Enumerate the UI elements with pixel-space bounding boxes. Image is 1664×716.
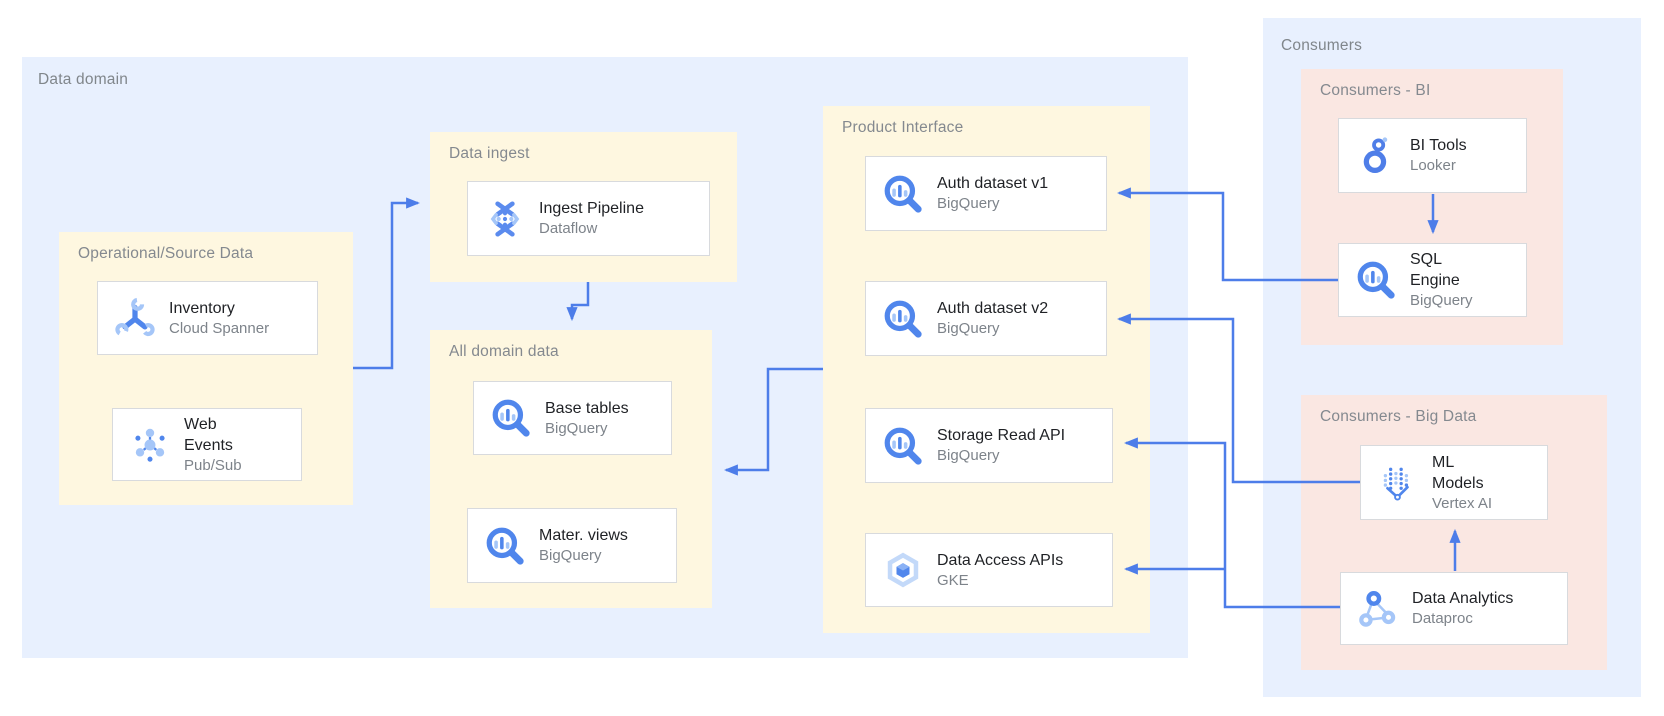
card-title: SQL Engine xyxy=(1410,251,1460,289)
bigquery-icon xyxy=(882,173,924,215)
card-title: ML Models xyxy=(1432,453,1484,492)
card-title: Auth dataset v2 xyxy=(937,300,1049,317)
card-title: Storage Read API xyxy=(937,427,1066,444)
card-subtitle: Vertex AI xyxy=(1432,494,1493,512)
card-title: Web Events xyxy=(184,415,233,454)
card-storage-read-api: Storage Read API BigQuery xyxy=(865,408,1113,483)
card-web-events: Web Events Pub/Sub xyxy=(112,408,302,481)
data-domain-label: Data domain xyxy=(38,71,129,88)
group-label-data-ingest: Data ingest xyxy=(449,145,530,162)
card-subtitle: Looker xyxy=(1410,157,1456,174)
vertex-ai-icon xyxy=(1377,462,1419,504)
card-subtitle: BigQuery xyxy=(539,547,602,564)
card-title: Auth dataset v1 xyxy=(937,175,1049,192)
card-subtitle: BigQuery xyxy=(937,195,1000,212)
card-subtitle: Dataproc xyxy=(1412,610,1473,627)
card-auth-dataset-v2: Auth dataset v2 BigQuery xyxy=(865,281,1107,356)
card-title: Inventory xyxy=(169,299,235,317)
bigquery-icon xyxy=(1355,259,1397,301)
card-title: Ingest Pipeline xyxy=(539,200,644,217)
card-title: Mater. views xyxy=(539,527,628,544)
card-subtitle: GKE xyxy=(937,571,969,589)
card-data-access-apis: Data Access APIs GKE xyxy=(865,533,1113,607)
card-data-analytics: Data Analytics Dataproc xyxy=(1340,572,1568,645)
card-subtitle: BigQuery xyxy=(937,447,1000,464)
card-ingest-pipeline: Ingest Pipeline Dataflow xyxy=(467,181,710,256)
bigquery-icon xyxy=(490,397,532,439)
group-label-operational: Operational/Source Data xyxy=(78,245,254,262)
card-title: Data Access APIs xyxy=(937,551,1064,569)
bigquery-icon xyxy=(882,425,924,467)
group-label-product-interface: Product Interface xyxy=(842,119,964,136)
card-ml-models: ML Models Vertex AI xyxy=(1360,445,1548,520)
card-inventory: Inventory Cloud Spanner xyxy=(97,281,318,355)
card-bi-tools: BI Tools Looker xyxy=(1338,118,1527,193)
consumers-label: Consumers xyxy=(1281,37,1363,54)
card-title: BI Tools xyxy=(1410,137,1467,154)
bigquery-icon xyxy=(484,525,526,567)
card-subtitle: Cloud Spanner xyxy=(169,319,270,337)
card-title: Base tables xyxy=(545,399,629,417)
card-title: Data Analytics xyxy=(1412,590,1514,607)
pubsub-icon xyxy=(129,424,171,466)
card-subtitle: BigQuery xyxy=(1410,292,1473,309)
card-subtitle: BigQuery xyxy=(545,419,608,437)
cloud-spanner-icon xyxy=(114,297,156,339)
card-subtitle: Pub/Sub xyxy=(184,456,242,474)
bigquery-icon xyxy=(882,298,924,340)
card-auth-dataset-v1: Auth dataset v1 BigQuery xyxy=(865,156,1107,231)
card-sql-engine: SQL Engine BigQuery xyxy=(1338,243,1527,317)
group-label-all-domain-data: All domain data xyxy=(449,343,559,360)
card-subtitle: Dataflow xyxy=(539,220,598,237)
group-label-consumers-big-data: Consumers - Big Data xyxy=(1320,408,1477,425)
card-subtitle: BigQuery xyxy=(937,320,1000,337)
looker-icon xyxy=(1355,135,1397,177)
card-mater-views: Mater. views BigQuery xyxy=(467,508,677,583)
gke-icon xyxy=(882,549,924,591)
dataproc-icon xyxy=(1357,588,1399,630)
dataflow-icon xyxy=(484,198,526,240)
card-base-tables: Base tables BigQuery xyxy=(473,381,672,455)
group-label-consumers-bi: Consumers - BI xyxy=(1320,82,1431,99)
